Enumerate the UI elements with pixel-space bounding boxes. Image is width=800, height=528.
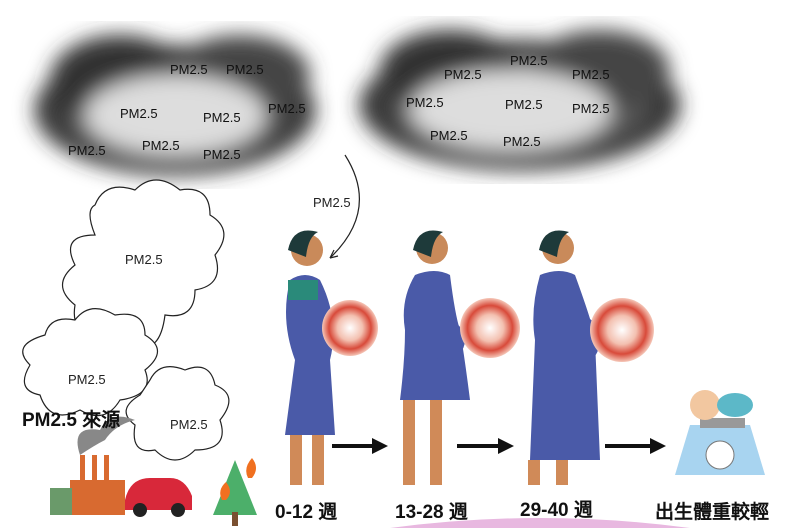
pm-label: PM2.5 — [503, 134, 541, 149]
pm-label: PM2.5 — [170, 62, 208, 77]
pm-label: PM2.5 — [444, 67, 482, 82]
source-title: PM2.5 來源 — [22, 410, 121, 431]
inhale-arrow — [329, 154, 361, 259]
pregnant-woman-2 — [400, 230, 520, 485]
progress-arrows — [332, 438, 666, 454]
pm-label: PM2.5 — [203, 110, 241, 125]
womb-icon — [590, 298, 654, 362]
pm-label: PM2.5 — [505, 97, 543, 112]
pregnant-woman-1 — [285, 230, 378, 485]
womb-icon — [460, 298, 520, 358]
pm-label: PM2.5 — [203, 147, 241, 162]
pm-label: PM2.5 — [68, 143, 106, 158]
stage-label: 29-40 週 — [520, 500, 593, 521]
pm-label: PM2.5 — [313, 195, 351, 210]
decorative-arc — [390, 518, 690, 528]
stage-label: 0-12 週 — [275, 502, 338, 523]
car-icon — [125, 478, 192, 517]
pm-label: PM2.5 — [142, 138, 180, 153]
pm-label: PM2.5 — [120, 106, 158, 121]
pm-label: PM2.5 — [572, 67, 610, 82]
baby-scale-icon — [675, 390, 765, 475]
smog-cloud-left — [35, 35, 315, 175]
pm-label: PM2.5 — [430, 128, 468, 143]
pm-label: PM2.5 — [406, 95, 444, 110]
pm-label: PM2.5 — [125, 252, 163, 267]
factory-icon — [50, 416, 135, 515]
pm-label: PM2.5 — [268, 101, 306, 116]
pm-label: PM2.5 — [510, 53, 548, 68]
stage-label: 13-28 週 — [395, 502, 468, 523]
pm-label: PM2.5 — [572, 101, 610, 116]
pregnant-woman-3 — [528, 230, 654, 485]
outcome-label: 出生體重較輕 — [655, 502, 770, 523]
pm-label: PM2.5 — [68, 372, 106, 387]
pm-label: PM2.5 — [170, 417, 208, 432]
pm-label: PM2.5 — [226, 62, 264, 77]
smog-cloud-right — [360, 30, 680, 170]
wildfire-icon — [213, 458, 257, 526]
womb-icon — [322, 300, 378, 356]
outline-clouds — [22, 179, 230, 461]
